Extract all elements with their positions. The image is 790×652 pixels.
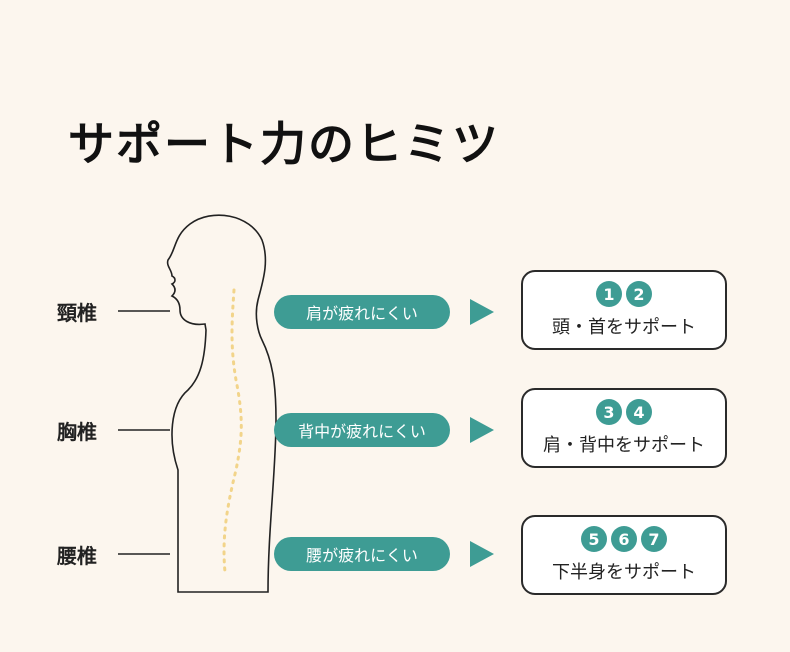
- number-badge: 7: [641, 526, 667, 552]
- support-card-lower-body: 5 6 7 下半身をサポート: [521, 515, 727, 595]
- support-card-head-neck: 1 2 頭・首をサポート: [521, 270, 727, 350]
- number-badge: 3: [596, 399, 622, 425]
- number-badges: 1 2: [596, 281, 652, 307]
- number-badge: 4: [626, 399, 652, 425]
- body-outline: [166, 214, 277, 593]
- benefit-pill-shoulder: 肩が疲れにくい: [274, 295, 450, 329]
- number-badge: 1: [596, 281, 622, 307]
- arrow-right-icon: [470, 417, 494, 443]
- number-badges: 5 6 7: [581, 526, 667, 552]
- page-title: サポート力のヒミツ: [68, 117, 500, 171]
- arrow-right-icon: [470, 299, 494, 325]
- number-badges: 3 4: [596, 399, 652, 425]
- support-text: 肩・背中をサポート: [543, 435, 705, 456]
- vertebra-label-lumbar: 腰椎: [57, 544, 97, 568]
- number-badge: 6: [611, 526, 637, 552]
- spine-line: [222, 288, 243, 574]
- vertebra-label-thoracic: 胸椎: [57, 420, 97, 444]
- vertebra-label-cervical: 頸椎: [57, 301, 97, 325]
- support-card-shoulder-back: 3 4 肩・背中をサポート: [521, 388, 727, 468]
- benefit-pill-back: 背中が疲れにくい: [274, 413, 450, 447]
- support-text: 頭・首をサポート: [552, 317, 696, 338]
- support-text: 下半身をサポート: [552, 562, 696, 583]
- number-badge: 2: [626, 281, 652, 307]
- arrow-right-icon: [470, 541, 494, 567]
- benefit-pill-lower-back: 腰が疲れにくい: [274, 537, 450, 571]
- number-badge: 5: [581, 526, 607, 552]
